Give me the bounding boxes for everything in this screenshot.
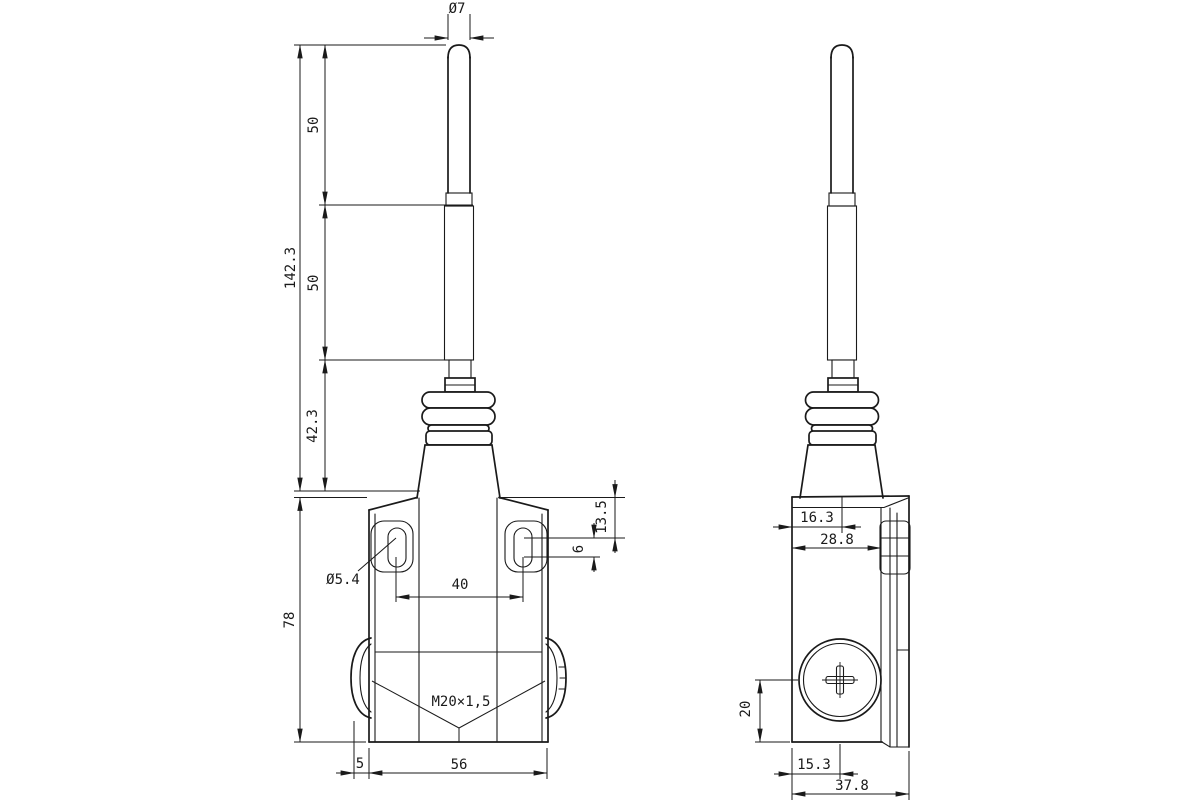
switch-body-side <box>791 495 911 748</box>
left-mounting-slot <box>387 527 407 568</box>
dim-entry-axis-offset: 15.3 <box>797 757 831 773</box>
dim-body-width: 56 <box>451 757 468 773</box>
dim-slot-top-offset: 13.5 <box>594 500 610 534</box>
side-view-dimensions: 16.3 28.8 20 15.3 37.8 <box>738 497 910 800</box>
dim-body-height: 78 <box>282 612 298 629</box>
actuator-rod-side <box>826 44 859 393</box>
dim-slot-center-distance: 40 <box>452 577 469 593</box>
dim-boot-section-height: 42.3 <box>305 409 321 443</box>
rod-knurl-band-side <box>828 192 856 207</box>
right-slot-boss <box>504 520 548 573</box>
side-view <box>791 44 911 748</box>
dim-slot-length: 6 <box>571 545 587 553</box>
spring-section-side <box>826 205 858 361</box>
cable-entry-caps-front <box>350 637 567 719</box>
dim-cap-protrusion: 5 <box>356 756 364 772</box>
thread-leader <box>371 680 546 742</box>
left-slot-boss <box>370 520 414 573</box>
actuator-rod-front <box>443 44 476 393</box>
rod-knurl-band <box>445 192 473 207</box>
spring-section <box>443 205 475 361</box>
dim-spring-length: 50 <box>306 275 322 292</box>
dim-entry-axis-height: 20 <box>738 701 754 718</box>
cap-cross-slot <box>835 665 845 695</box>
rubber-boot-front <box>416 391 501 499</box>
cable-clamp-bracket <box>879 520 911 575</box>
dim-slot-diameter: Ø5.4 <box>326 572 360 588</box>
dim-rod-axis-offset: 16.3 <box>800 510 834 526</box>
cable-entry-cap-side <box>798 638 882 722</box>
switch-body-front <box>368 496 549 743</box>
thread-label: M20×1,5 <box>431 694 490 710</box>
front-view <box>350 44 567 743</box>
dim-front-depth: 28.8 <box>820 532 854 548</box>
dim-rod-diameter: Ø7 <box>449 1 466 17</box>
dim-upper-rod-length: 50 <box>306 117 322 134</box>
front-view-dimensions: Ø7 50 142.3 50 42.3 78 Ø5.4 40 13.5 6 M2… <box>282 1 625 779</box>
dim-total-depth: 37.8 <box>835 778 869 794</box>
dim-actuator-total-length: 142.3 <box>283 247 299 289</box>
rubber-boot-side <box>799 391 884 499</box>
